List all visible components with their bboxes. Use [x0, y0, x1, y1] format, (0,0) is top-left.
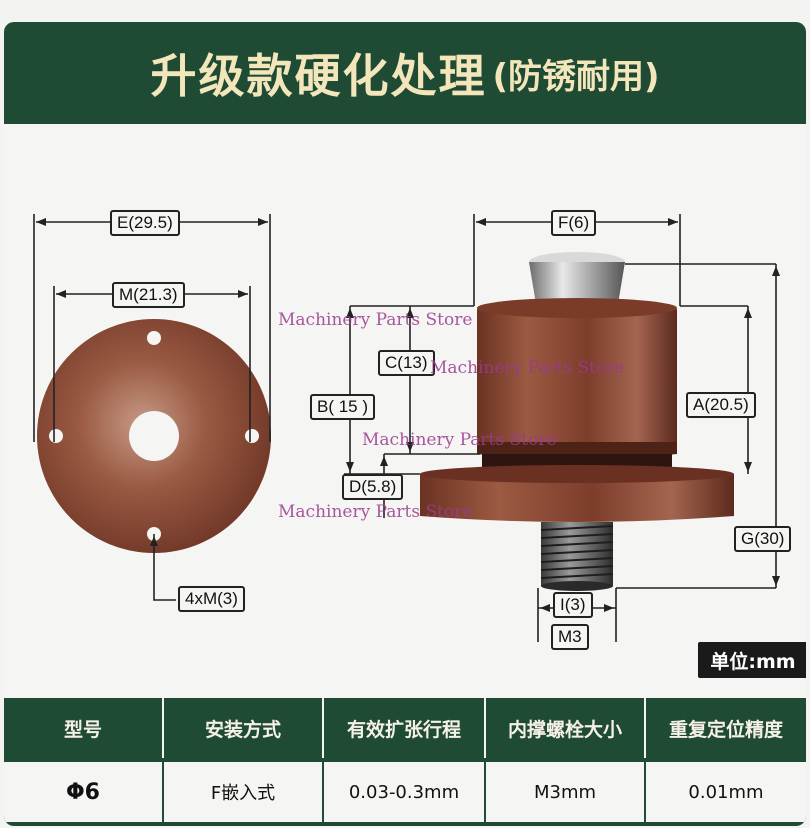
- cell-model: Φ6: [4, 762, 164, 822]
- dim-label-g: G(30): [734, 526, 792, 552]
- dim-label-d: D(5.8): [342, 474, 404, 500]
- watermark: Machinery Parts Store: [278, 310, 473, 330]
- dim-label-m: M(21.3): [112, 282, 185, 308]
- dim-label-f: F(6): [551, 210, 597, 236]
- watermark: Machinery Parts Store: [278, 502, 473, 522]
- cell-install: F嵌入式: [164, 762, 324, 822]
- dim-label-m3: M3: [551, 624, 589, 650]
- banner-subtitle: (防锈耐用): [492, 56, 660, 97]
- banner-title: 升级款硬化处理: [150, 49, 487, 103]
- product-card: 升级款硬化处理 (防锈耐用): [4, 22, 806, 826]
- header-bolt: 内撑螺栓大小: [486, 698, 646, 758]
- spec-table: 型号 安装方式 有效扩张行程 内撑螺栓大小 重复定位精度 Φ6 F嵌入式 0.0…: [4, 698, 806, 826]
- unit-label: 单位:mm: [698, 642, 806, 678]
- title-banner: 升级款硬化处理 (防锈耐用): [4, 22, 806, 124]
- header-model: 型号: [4, 698, 164, 758]
- dim-label-a: A(20.5): [686, 392, 756, 418]
- cell-precision: 0.01mm: [688, 781, 764, 803]
- watermark: Machinery Parts Store: [430, 358, 625, 378]
- dim-label-b: B( 15 ): [310, 394, 376, 420]
- header-precision: 重复定位精度: [668, 718, 783, 741]
- dimension-diagram: [33, 214, 780, 642]
- dim-label-i: I(3): [553, 592, 593, 618]
- cell-stroke: 0.03-0.3mm: [324, 762, 486, 822]
- watermark: Machinery Parts Store: [362, 430, 557, 450]
- flange-top-view: [37, 319, 271, 553]
- header-stroke: 有效扩张行程: [324, 698, 486, 758]
- spec-table-row: Φ6 F嵌入式 0.03-0.3mm M3mm 0.01mm: [4, 762, 806, 822]
- spec-table-header: 型号 安装方式 有效扩张行程 内撑螺栓大小 重复定位精度: [4, 698, 806, 758]
- dim-label-holes: 4xM(3): [178, 586, 245, 612]
- header-install: 安装方式: [164, 698, 324, 758]
- fixture-side-view: [420, 252, 734, 591]
- dim-label-c: C(13): [378, 350, 435, 376]
- dim-label-e: E(29.5): [110, 210, 180, 236]
- cell-bolt: M3mm: [486, 762, 646, 822]
